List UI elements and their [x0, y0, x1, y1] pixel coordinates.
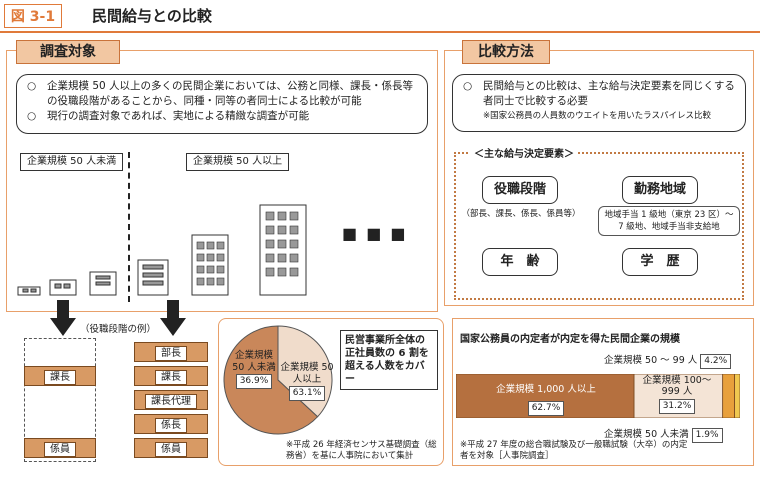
small-company-label: 企業規模 50 人未満 — [20, 153, 124, 171]
large-company-label: 企業規模 50 人以上 — [186, 153, 290, 171]
factors-frame — [454, 152, 744, 300]
position-box: 課長代理 — [134, 390, 208, 410]
position-box: 部長 — [134, 342, 208, 362]
bar-label-1000: 企業規模 1,000 人以上 62.7% — [458, 381, 634, 416]
position-box: 係員 — [24, 438, 96, 458]
arrow-large-down-icon — [160, 300, 186, 336]
factor-position-sub: （部長、課長、係長、係員等） — [461, 209, 581, 219]
note-item: ○民間給与との比較は、主な給与決定要素を同じくする者同士で比較する必要 — [463, 80, 735, 107]
note-small: ※国家公務員の人員数のウエイトを用いたラスパイレス比較 — [483, 111, 711, 121]
bar-label-100-999: 企業規模 100〜999 人 31.2% — [634, 375, 720, 414]
bar-title: 国家公務員の内定者が内定を得た民間企業の規模 — [460, 334, 680, 345]
bar-panel — [452, 318, 754, 466]
bar-label-50-99: 企業規模 50 〜 99 人 4.2% — [604, 352, 732, 369]
pie-label-small: 企業規模 50 人未満 36.9% — [228, 350, 280, 389]
position-box: 係長 — [134, 414, 208, 434]
survey-target-title: 調査対象 — [16, 40, 120, 64]
comparison-method-title: 比較方法 — [462, 40, 550, 64]
pie-source-note: ※平成 26 年経済センサス基礎調査（総務省）を基に人事院において集計 — [286, 440, 437, 461]
note-text: 民間給与との比較は、主な給与決定要素を同じくする者同士で比較する必要 — [483, 80, 735, 107]
bar-source-note: ※平成 27 年度の総合職試験及び一般職試験（大卒）の内定者を対象［人事院調査］ — [460, 440, 688, 461]
factors-title: ＜主な給与決定要素＞ — [470, 145, 578, 160]
note-text: 現行の調査対象であれば、実地による精緻な調査が可能 — [47, 110, 310, 122]
survey-target-panel — [6, 50, 438, 312]
factor-region-sub: 地域手当 1 級地（東京 23 区）〜 7 級地、地域手当非支給地 — [598, 206, 740, 236]
comparison-method-panel — [444, 50, 754, 306]
note-item: ○企業規模 50 人以上の多くの民間企業においては、公務と同様、課長・係長等の役… — [27, 79, 417, 109]
pie-label-large: 企業規模 50 人以上 63.1% — [280, 362, 334, 401]
note-item: ○現行の調査対象であれば、実地による精緻な調査が可能 — [27, 110, 310, 122]
buildings-illustration — [17, 204, 307, 296]
header-rule — [0, 31, 760, 33]
more-ellipsis: ■ ■ ■ — [342, 224, 408, 243]
position-box: 課長 — [134, 366, 208, 386]
size-divider — [128, 152, 130, 302]
arrow-small-down-icon — [50, 300, 76, 336]
pie-callout: 民営事業所全体の正社員数の 6 割を超える人数をカバー — [340, 330, 438, 390]
figure-title: 民間給与との比較 — [92, 7, 212, 25]
bar-label-under-50: 企業規模 50 人未満 1.9% — [604, 426, 723, 443]
pie-panel — [218, 318, 444, 466]
position-example-label: （役職段階の例） — [80, 324, 157, 335]
factor-education: 学 歴 — [622, 248, 698, 276]
factor-position: 役職段階 — [482, 176, 558, 204]
factor-region: 勤務地域 — [622, 176, 698, 204]
comparison-method-notes: ○民間給与との比較は、主な給与決定要素を同じくする者同士で比較する必要 ※国家公… — [452, 74, 746, 132]
figure-label: 図 3-1 — [4, 4, 62, 28]
small-position-group — [24, 338, 96, 462]
factor-age: 年 齢 — [482, 248, 558, 276]
bar-segment-3 — [734, 374, 740, 418]
note-text: 企業規模 50 人以上の多くの民間企業においては、公務と同様、課長・係長等の役職… — [47, 80, 414, 107]
position-box: 係員 — [134, 438, 208, 458]
position-box: 課長 — [24, 366, 96, 386]
survey-target-notes: ○企業規模 50 人以上の多くの民間企業においては、公務と同様、課長・係長等の役… — [16, 74, 428, 134]
bar-segment-2 — [722, 374, 736, 418]
